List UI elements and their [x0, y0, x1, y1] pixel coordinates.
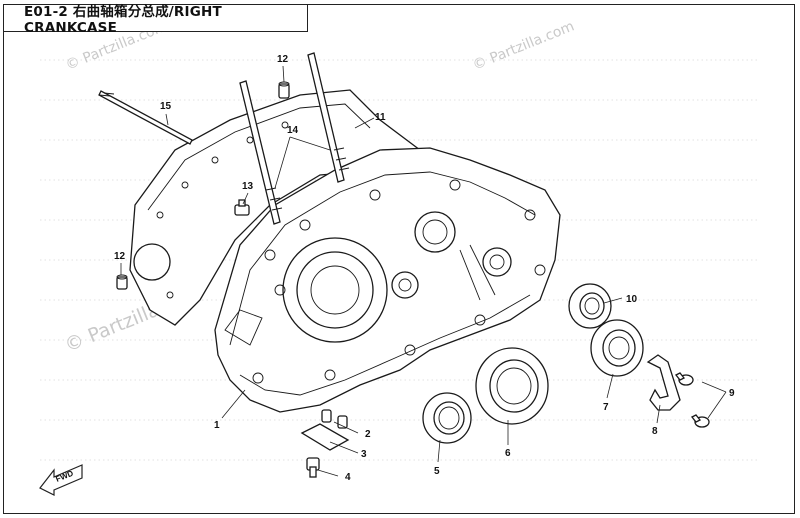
callout-11: 11 — [375, 112, 386, 123]
callout-5: 5 — [434, 466, 440, 477]
callout-10: 10 — [626, 294, 638, 305]
bearing-5-part[interactable] — [422, 392, 472, 444]
dowel-pin-bottom-part[interactable] — [321, 409, 348, 429]
plug-part[interactable] — [234, 199, 250, 216]
callout-12-lower: 12 — [114, 251, 126, 262]
screw-upper-part[interactable] — [674, 372, 694, 386]
callout-7: 7 — [603, 402, 609, 413]
plate-part[interactable] — [300, 423, 350, 451]
stud-15-part[interactable] — [98, 90, 193, 145]
callout-9: 9 — [729, 388, 735, 399]
crankcase-body-part[interactable] — [214, 147, 561, 413]
dowel-pin-upper-part[interactable] — [278, 81, 290, 99]
bearing-7-part[interactable] — [590, 319, 644, 377]
callout-3: 3 — [361, 449, 367, 460]
callout-4: 4 — [345, 472, 351, 483]
leader-lines — [120, 65, 727, 477]
callout-8: 8 — [652, 426, 658, 437]
watermark-top-right: © Partzilla.com — [471, 18, 577, 73]
callout-2: 2 — [365, 429, 371, 440]
callout-14: 14 — [287, 125, 299, 136]
callout-6: 6 — [505, 448, 511, 459]
bearing-10-part[interactable] — [568, 283, 612, 329]
callout-12-upper: 12 — [277, 54, 289, 65]
fwd-arrow-icon: FWD — [39, 464, 83, 496]
retainer-plate-part[interactable] — [646, 354, 681, 411]
bearing-6-part[interactable] — [475, 347, 549, 425]
title-box: E01-2 右曲轴箱分总成/RIGHT CRANKCASE — [3, 4, 308, 36]
callout-1: 1 — [214, 420, 220, 431]
page-title: E01-2 右曲轴箱分总成/RIGHT CRANKCASE — [24, 4, 222, 36]
callout-15: 15 — [160, 101, 172, 112]
screw-lower-part[interactable] — [690, 414, 710, 428]
dowel-pin-lower-part[interactable] — [116, 274, 128, 290]
gasket-part[interactable] — [129, 89, 422, 326]
drain-bolt-part[interactable] — [306, 457, 320, 478]
callout-13: 13 — [242, 181, 254, 192]
diagram-frame — [3, 4, 795, 514]
long-stud-part[interactable] — [239, 52, 350, 225]
callout-labels: 1 2 3 4 5 6 7 8 9 10 11 12 12 13 14 15 — [114, 54, 735, 483]
